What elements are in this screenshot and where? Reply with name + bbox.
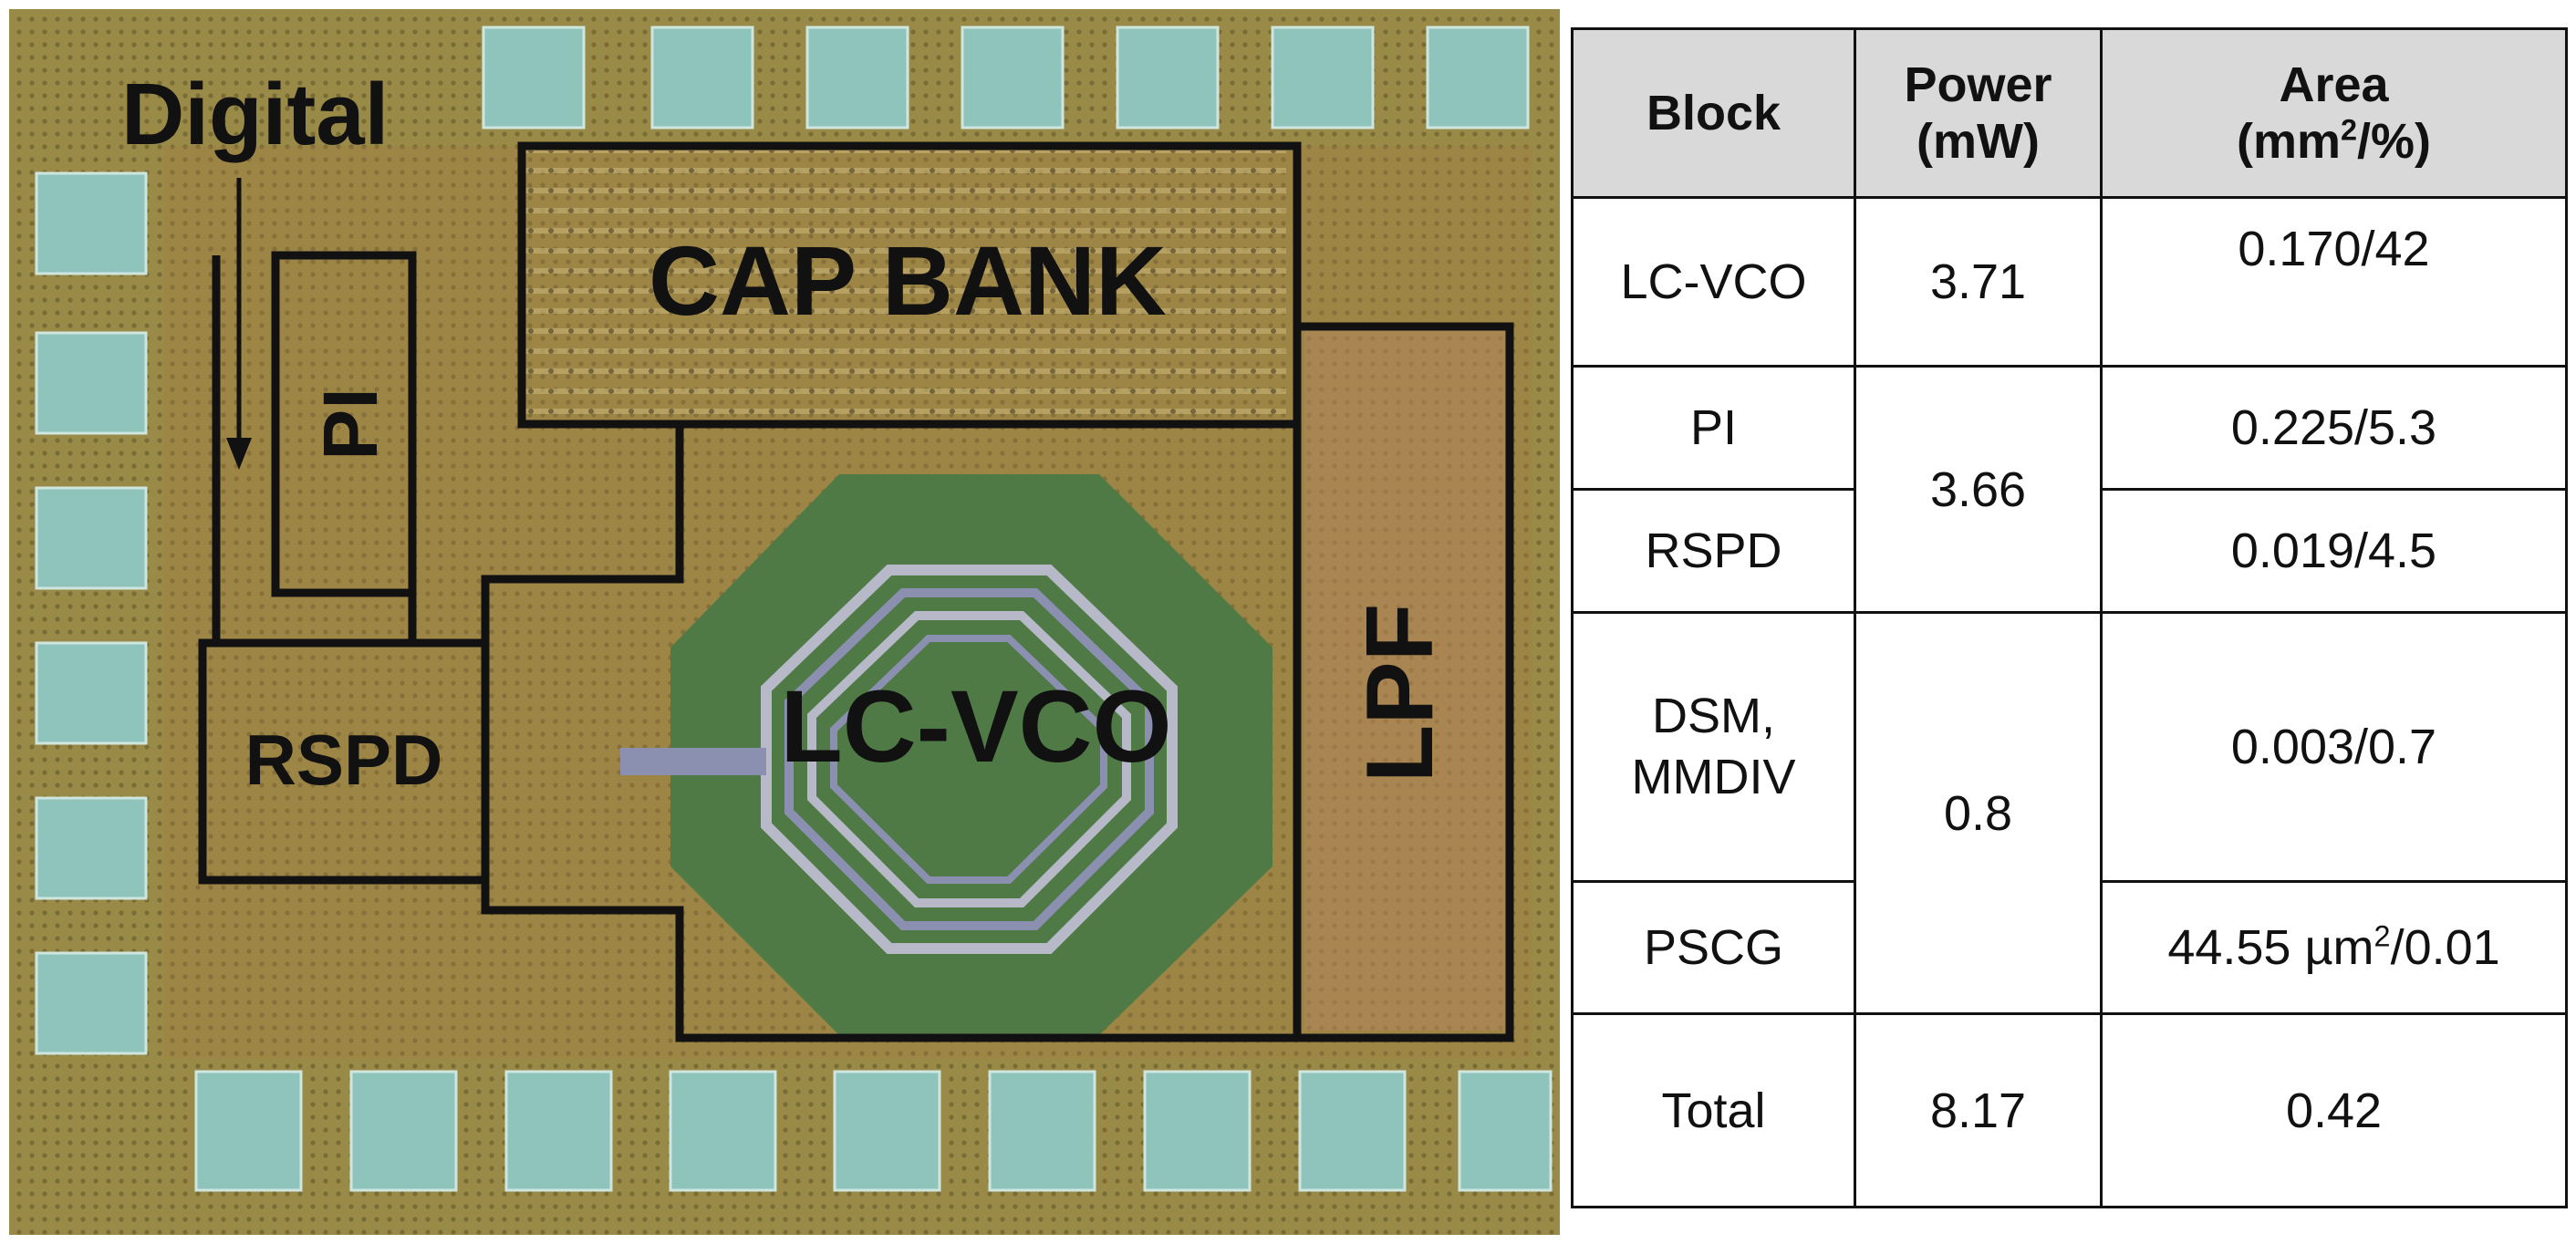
cell-block: DSM,MMDIV [1571, 611, 1856, 883]
cell-area: 44.55 µm2/0.01 [2100, 880, 2568, 1015]
label-lpf: LPF [1347, 604, 1453, 783]
header-power: Power(mW) [1854, 27, 2103, 199]
table-row: LC-VCO 3.71 0.170/42 [1571, 196, 2568, 368]
table-row: PI 3.66 0.225/5.3 [1571, 365, 2568, 614]
bond-pads-left [35, 171, 148, 1055]
bond-pads-bottom [194, 1070, 1553, 1192]
cell-area: 0.225/5.3 [2100, 365, 2568, 491]
digital-arrow [226, 178, 252, 470]
cell-block: RSPD [1571, 488, 1856, 614]
bond-pads-top [482, 26, 1530, 130]
cell-block: PSCG [1571, 880, 1856, 1015]
cell-power: 3.66 [1854, 365, 2103, 614]
cell-power: 8.17 [1854, 1012, 2103, 1208]
lpf-outline [1293, 322, 1514, 1042]
cell-area: 0.019/4.5 [2100, 488, 2568, 614]
cell-block: LC-VCO [1571, 196, 1856, 368]
cell-area: 0.003/0.7 [2100, 611, 2568, 883]
header-block: Block [1571, 27, 1856, 199]
label-digital: Digital [121, 66, 389, 163]
die-photo: Digital PI RSPD CAP BANK LC-VCO LPF [9, 9, 1560, 1235]
header-area: Area(mm2/%) [2100, 27, 2568, 199]
table-row: DSM,MMDIV 0.8 0.003/0.7 [1571, 611, 2568, 1015]
label-lc-vco: LC-VCO [780, 669, 1171, 783]
cell-block: PI [1571, 365, 1856, 491]
table-header-row: Block Power(mW) Area(mm2/%) [1571, 27, 2568, 199]
pi-outline [271, 251, 417, 597]
power-area-table: Block Power(mW) Area(mm2/%) LC-VCO 3.71 … [1571, 27, 2568, 1208]
label-cap-bank: CAP BANK [649, 225, 1167, 336]
cell-power: 3.71 [1854, 196, 2103, 368]
cell-block: Total [1571, 1012, 1856, 1208]
inductor [620, 474, 1272, 1035]
table-row: PSCG 44.55 µm2/0.01 [1571, 880, 2568, 1015]
cell-area: 0.42 [2100, 1012, 2568, 1208]
label-rspd: RSPD [245, 720, 443, 800]
table-row: Total 8.17 0.42 [1571, 1012, 2568, 1208]
label-pi: PI [307, 388, 393, 460]
table-row: RSPD 0.019/4.5 [1571, 488, 2568, 614]
cell-area: 0.170/42 [2100, 196, 2568, 368]
cell-power: 0.8 [1854, 611, 2103, 1015]
